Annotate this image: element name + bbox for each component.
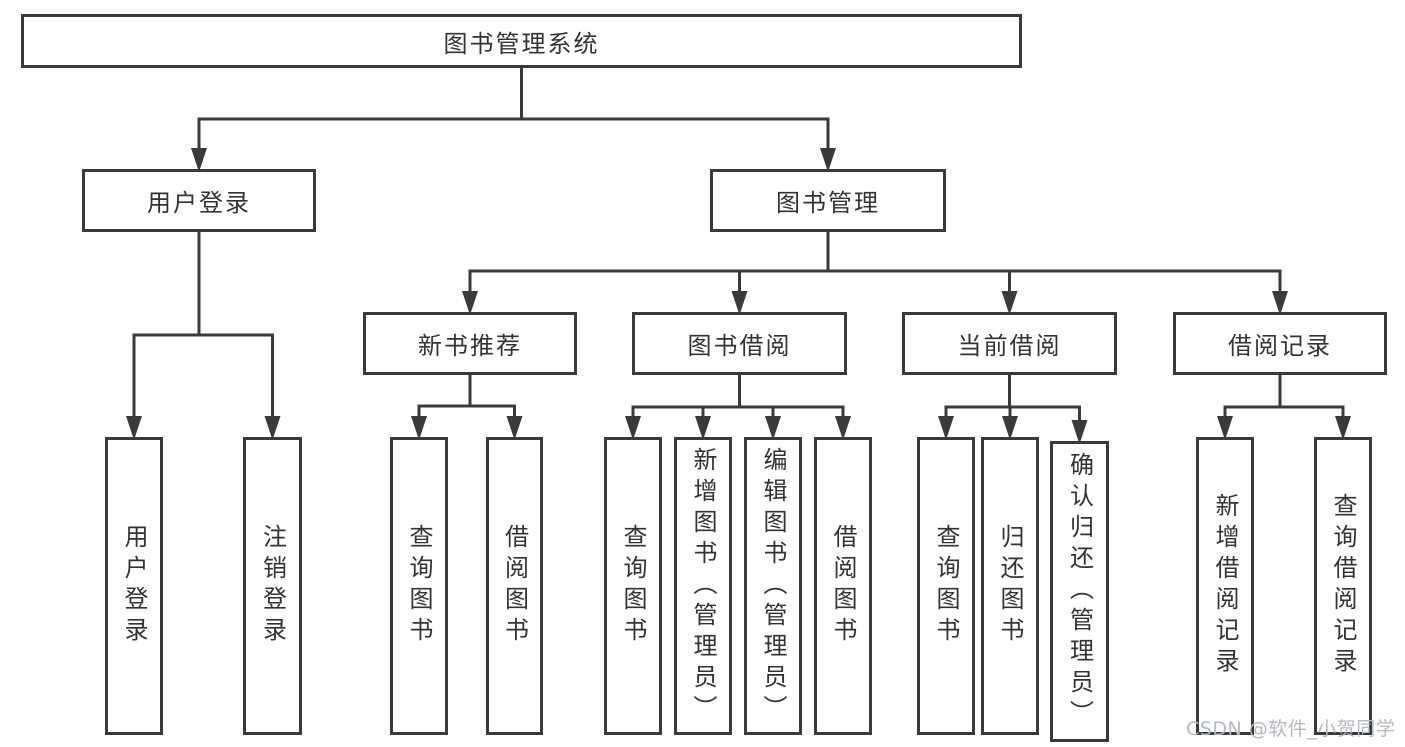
node-leaf-borrow-book-2: 借阅图书: [814, 437, 872, 735]
arrow-head-icon: [191, 148, 207, 172]
arrow-head-icon: [835, 416, 851, 440]
node-leaf-edit-book: 编辑图书（管理员）: [744, 437, 802, 735]
arrow-head-icon: [411, 416, 427, 440]
arrow-head-icon: [462, 291, 478, 315]
node-leaf-query-book-3: 查询图书: [917, 437, 975, 735]
node-label: 图书借阅: [687, 332, 792, 360]
node-new-book-rec: 新书推荐: [363, 312, 577, 375]
node-label: 新增图书（管理员）: [689, 446, 717, 726]
node-label: 图书管理系统: [443, 29, 600, 58]
node-label: 查询图书: [619, 524, 647, 648]
node-label: 新增借阅记录: [1211, 493, 1239, 679]
node-label: 查询借阅记录: [1329, 493, 1357, 679]
node-leaf-borrow-book-1: 借阅图书: [486, 437, 543, 735]
arrow-head-icon: [264, 416, 281, 440]
node-label: 图书管理: [776, 189, 880, 217]
arrow-head-icon: [820, 148, 836, 172]
node-leaf-logout: 注销登录: [243, 437, 302, 735]
arrow-head-icon: [765, 416, 781, 440]
arrow-head-icon: [1217, 416, 1233, 440]
node-leaf-add-borrow-record: 新增借阅记录: [1196, 437, 1254, 735]
node-leaf-query-book-2: 查询图书: [604, 437, 662, 735]
node-book-borrow: 图书借阅: [632, 312, 847, 375]
arrow-head-icon: [506, 416, 523, 440]
node-label: 查询图书: [405, 524, 433, 648]
arrow-head-icon: [1001, 291, 1018, 315]
node-label: 借阅记录: [1228, 332, 1332, 360]
node-leaf-query-book-1: 查询图书: [390, 437, 448, 735]
arrow-head-icon: [938, 416, 954, 440]
node-leaf-return-book: 归还图书: [981, 437, 1039, 735]
node-user-login: 用户登录: [82, 169, 316, 232]
node-label: 用户登录: [120, 524, 148, 648]
arrow-head-icon: [731, 291, 748, 315]
node-label: 确认归还（管理员）: [1065, 452, 1094, 731]
node-label: 注销登录: [258, 524, 287, 648]
node-leaf-confirm-return: 确认归还（管理员）: [1050, 441, 1109, 742]
arrow-head-icon: [126, 416, 142, 440]
arrow-head-icon: [1002, 416, 1018, 440]
arrow-head-icon: [1071, 420, 1088, 444]
arrow-head-icon: [695, 416, 711, 440]
arrow-head-icon: [625, 416, 641, 440]
node-label: 借阅图书: [829, 524, 857, 648]
node-current-borrow: 当前借阅: [902, 312, 1117, 375]
node-label: 归还图书: [996, 524, 1024, 648]
node-root: 图书管理系统: [21, 14, 1022, 68]
node-borrow-records: 借阅记录: [1173, 312, 1387, 375]
node-label: 查询图书: [932, 524, 960, 648]
node-leaf-add-book: 新增图书（管理员）: [674, 437, 732, 735]
node-label: 借阅图书: [500, 524, 529, 648]
node-label: 编辑图书（管理员）: [759, 446, 787, 726]
node-leaf-query-borrow-record: 查询借阅记录: [1314, 437, 1372, 735]
node-leaf-user-login: 用户登录: [105, 437, 163, 735]
node-book-mgmt: 图书管理: [710, 169, 946, 232]
node-label: 当前借阅: [957, 332, 1062, 360]
arrow-head-icon: [1272, 291, 1288, 315]
arrow-head-icon: [1335, 416, 1351, 440]
watermark: CSDN @软件_小贺同学: [1186, 718, 1396, 740]
node-label: 用户登录: [147, 189, 251, 217]
node-label: 新书推荐: [418, 332, 522, 360]
